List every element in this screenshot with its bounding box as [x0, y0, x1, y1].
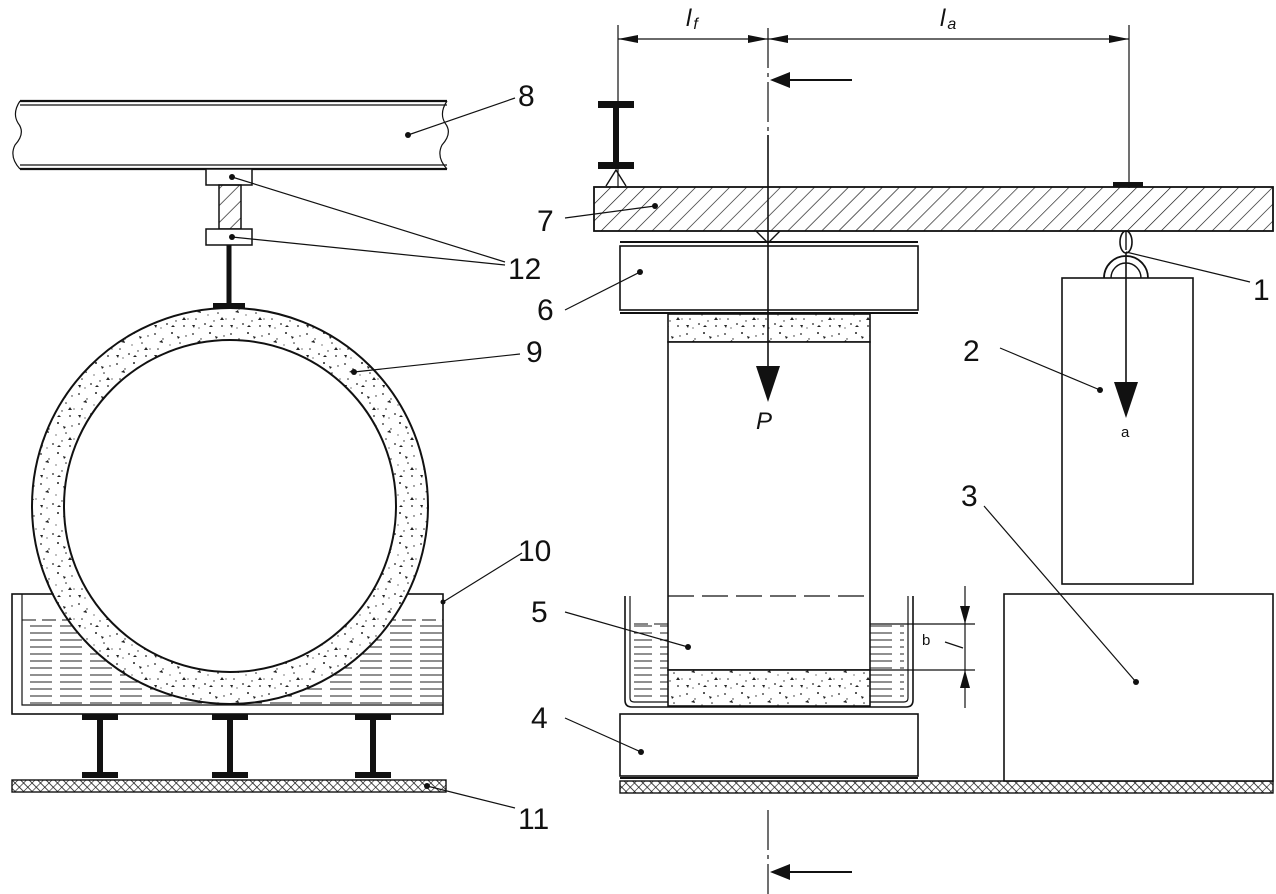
i-beam-icon: [355, 714, 391, 778]
weight-2: [1061, 230, 1194, 585]
label-11: 11: [518, 803, 549, 836]
label-12: 12: [508, 253, 541, 286]
platen-6: [619, 230, 919, 314]
label-9: 9: [526, 336, 543, 369]
load-P-label: P: [756, 408, 772, 435]
label-2: 2: [963, 335, 980, 368]
section-arrow-icon: [770, 72, 852, 88]
label-10: 10: [518, 535, 551, 568]
i-beam-supports: [82, 714, 391, 778]
beam-8: [12, 99, 449, 171]
load-arrow-icon: [1114, 253, 1138, 418]
pipe-9: [31, 307, 429, 705]
label-4: 4: [531, 702, 548, 735]
load-arrow-icon: [756, 135, 780, 402]
callout-labels: 8 12 9 10 11 7 6 5 4 1 2 3: [508, 80, 1270, 836]
i-beam-icon: [82, 714, 118, 778]
b-label: b: [922, 632, 930, 649]
base-plate: [619, 780, 1274, 794]
label-7: 7: [537, 205, 554, 238]
block-3: [1003, 593, 1274, 782]
label-6: 6: [537, 294, 554, 327]
section-arrow-icon: [770, 864, 852, 880]
label-3: 3: [961, 480, 978, 513]
base-11: [11, 779, 447, 793]
dimension-arrow-icon: [618, 35, 1129, 43]
label-5: 5: [531, 596, 548, 629]
label-8: 8: [518, 80, 535, 113]
lever-7: [593, 182, 1274, 232]
i-beam-icon: [212, 714, 248, 778]
support-block-4: [619, 713, 919, 779]
b-dimension: [870, 586, 975, 708]
leaders-left: [231, 97, 523, 809]
label-1: 1: [1253, 274, 1270, 307]
i-beam-icon: [598, 101, 634, 187]
leaders-right: [564, 205, 1251, 753]
weight-a-label: a: [1121, 424, 1130, 441]
hanger-assembly: [205, 168, 253, 309]
dimensions: [617, 25, 1130, 188]
